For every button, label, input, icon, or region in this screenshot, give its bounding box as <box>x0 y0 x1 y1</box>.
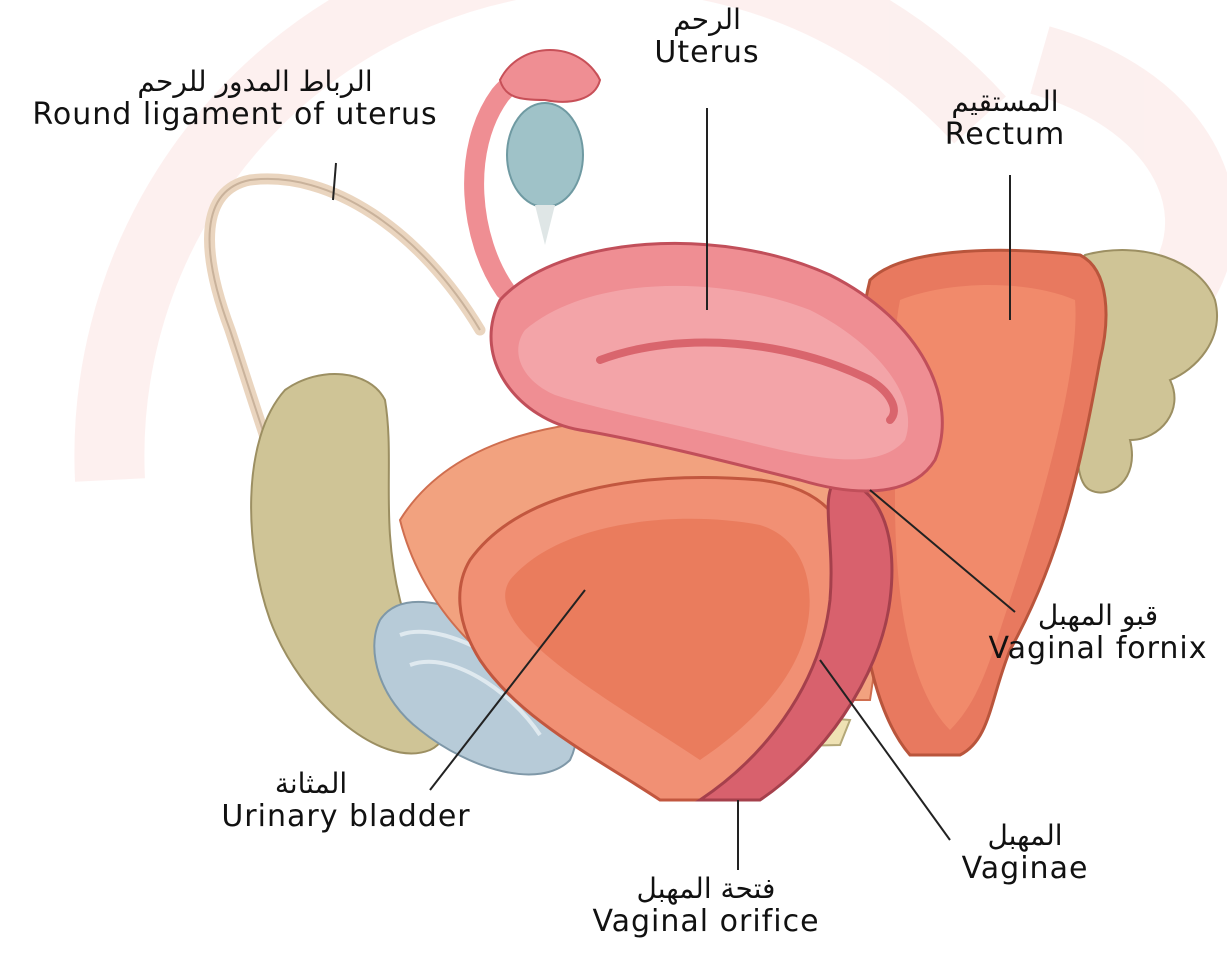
label-round-ligament-en: Round ligament of uterus <box>4 98 466 133</box>
label-rectum-ar: المستقيم <box>925 86 1085 118</box>
label-vaginae-en: Vaginae <box>950 852 1100 887</box>
label-uterus-en: Uterus <box>622 36 792 71</box>
label-vaginal-orifice-en: Vaginal orifice <box>572 905 840 940</box>
label-urinary-bladder-ar: المثانة <box>205 768 487 800</box>
label-vaginal-fornix-ar: قبو المهبل <box>972 600 1224 632</box>
label-rectum: المستقيم Rectum <box>925 86 1085 153</box>
label-rectum-en: Rectum <box>925 118 1085 153</box>
label-round-ligament-ar: الرباط المدور للرحم <box>4 66 466 98</box>
label-vaginae: المهبل Vaginae <box>950 820 1100 887</box>
label-vaginae-ar: المهبل <box>950 820 1100 852</box>
label-vaginal-fornix: قبو المهبل Vaginal fornix <box>972 600 1224 667</box>
label-vaginal-fornix-en: Vaginal fornix <box>972 632 1224 667</box>
label-round-ligament: الرباط المدور للرحم Round ligament of ut… <box>4 66 466 133</box>
ovary <box>507 103 583 207</box>
label-vaginal-orifice: فتحة المهبل Vaginal orifice <box>572 873 840 940</box>
label-vaginal-orifice-ar: فتحة المهبل <box>572 873 840 905</box>
label-uterus-ar: الرحم <box>622 4 792 36</box>
label-uterus: الرحم Uterus <box>622 4 792 71</box>
label-urinary-bladder: المثانة Urinary bladder <box>205 768 487 835</box>
fimbriae <box>500 50 600 102</box>
label-urinary-bladder-en: Urinary bladder <box>205 800 487 835</box>
